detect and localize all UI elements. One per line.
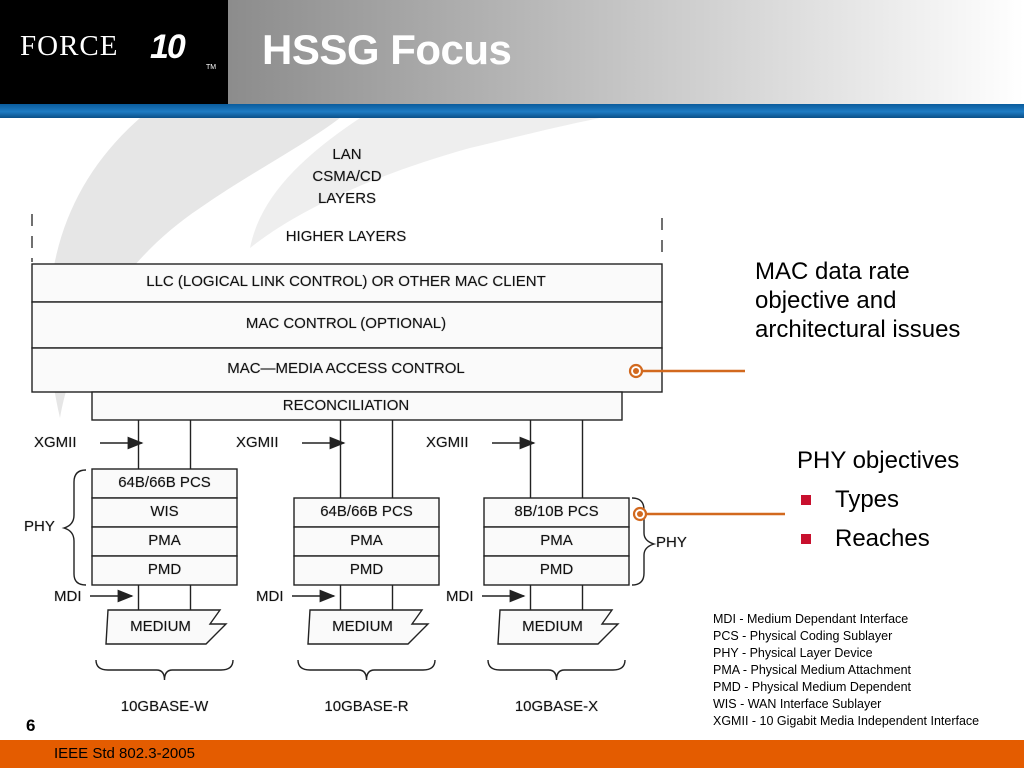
stack-brace [297,659,436,681]
glossary-item: PCS - Physical Coding Sublayer [713,629,893,643]
xgmii-label: XGMII [34,434,77,451]
header-banner [228,0,1024,104]
medium-shape [307,609,430,645]
sublayer-label: 64B/66B PCS [118,474,211,491]
phy-brace-left [61,469,87,586]
reconciliation-box [91,391,623,421]
sublayer-box [483,497,630,528]
sublayer-label: PMD [349,561,384,578]
stack-name-label: 10GBASE-W [120,698,209,715]
glossary-item: PHY - Physical Layer Device [713,646,873,660]
logo-panel: FORCE 10 TM [0,0,228,104]
xgmii-label: XGMII [426,434,469,451]
mac-callout-dot-center-icon [633,368,639,374]
stack-name-label: 10GBASE-X [514,698,599,715]
sublayer-box [483,555,630,586]
footer-text: IEEE Std 802.3-2005 [54,745,195,762]
bullet-square-icon [801,494,811,505]
sublayer-label: PMD [147,561,182,578]
sublayer-box [483,526,630,557]
phy-label-left: PHY [24,518,55,535]
reconciliation-label: RECONCILIATION [282,397,410,414]
logo-mark: 10 [150,28,186,66]
bullet-text: Reaches [835,524,930,552]
page-number: 6 [26,716,36,735]
footer-bar [0,740,1024,768]
higher-layers-label: HIGHER LAYERS [285,228,407,245]
medium-label: MEDIUM [130,618,191,635]
sublayer-box [293,555,440,586]
stack-name-label: 10GBASE-R [324,698,409,715]
phy-objectives-list: Types Reaches [797,486,959,554]
sublayer-label: PMA [350,532,383,549]
logo-trademark: TM [206,64,217,71]
glossary-item: MDI - Medium Dependant Interface [713,612,909,626]
glossary-item: WIS - WAN Interface Sublayer [713,697,882,711]
layer-box-llc [31,263,663,303]
phy-brace-right [631,497,657,586]
list-item: Types [797,486,959,515]
sublayer-box [293,526,440,557]
mdi-label: MDI [54,588,82,605]
medium-label: MEDIUM [522,618,583,635]
layer-label-mac: MAC—MEDIA ACCESS CONTROL [227,360,465,377]
layer-label-llc: LLC (LOGICAL LINK CONTROL) OR OTHER MAC … [146,273,546,290]
stack-brace [95,659,234,681]
sublayer-box [91,497,238,528]
medium-shape [497,609,620,645]
phy-label-right: PHY [656,534,687,551]
layer-box-mac-control [31,301,663,349]
sublayer-label: PMD [539,561,574,578]
background-swoosh-decoration [48,118,600,418]
glossary-item: XGMII - 10 Gigabit Media Independent Int… [713,714,980,728]
mdi-label: MDI [256,588,284,605]
glossary-item: PMA - Physical Medium Attachment [713,663,911,677]
mdi-label: MDI [446,588,474,605]
glossary: MDI - Medium Dependant Interface PCS - P… [713,611,979,730]
medium-shape [105,609,228,645]
phy-callout-heading: PHY objectives [797,447,960,474]
glossary-item: PMD - Physical Medium Dependent [713,680,911,694]
header-divider [0,104,1024,118]
phy-callout-dot-center-icon [637,511,643,517]
sublayer-label: PMA [148,532,181,549]
sublayer-box [91,555,238,586]
bullet-square-icon [801,533,811,544]
sublayer-label: WIS [150,503,179,520]
mac-callout-text: MAC data rate objective and architectura… [755,258,961,343]
sublayer-box [293,497,440,528]
phy-callout: PHY objectives Types Reaches [797,447,959,553]
diagram-heading: LAN CSMA/CD LAYERS [312,146,382,207]
sublayer-box [91,468,238,499]
sublayer-label: 64B/66B PCS [320,503,413,520]
list-item: Reaches [797,525,959,554]
layer-box-mac [31,347,663,393]
bullet-text: Types [835,485,900,513]
sublayer-label: 8B/10B PCS [514,503,599,520]
sublayer-label: PMA [540,532,573,549]
logo-wordmark: FORCE [20,30,119,62]
stack-brace [487,659,626,681]
layer-label-mac-control: MAC CONTROL (OPTIONAL) [245,315,447,332]
xgmii-label: XGMII [236,434,279,451]
diagram-lines [31,214,785,681]
medium-label: MEDIUM [332,618,393,635]
slide-title: HSSG Focus [262,26,512,73]
